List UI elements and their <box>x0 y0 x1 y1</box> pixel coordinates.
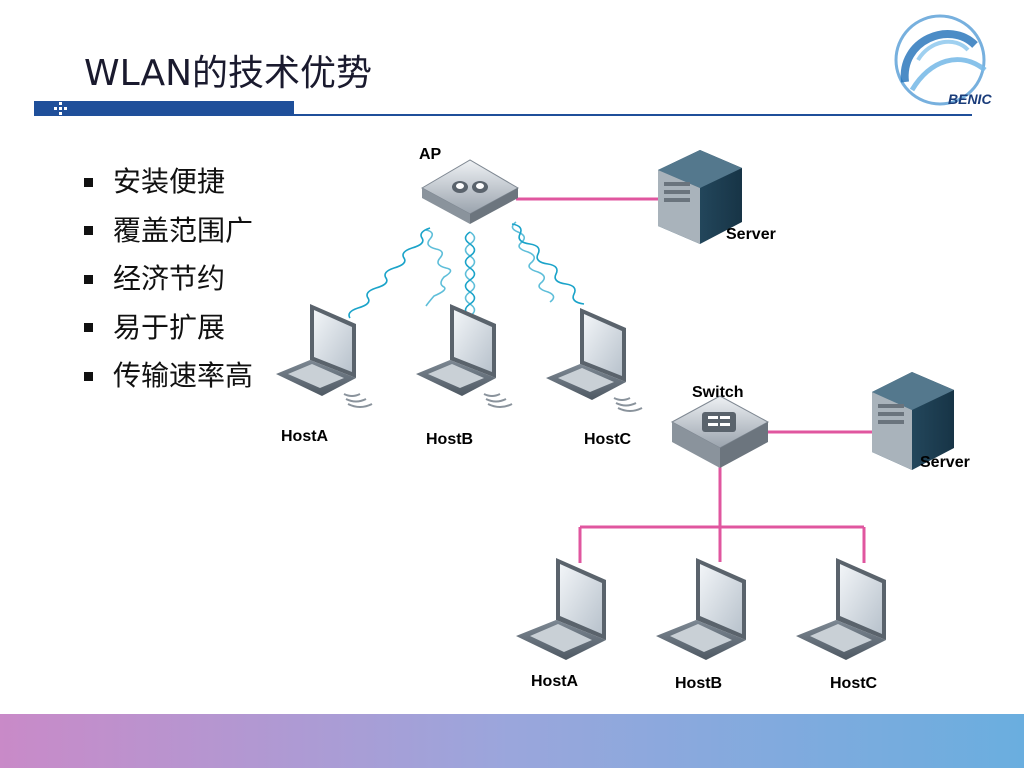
title-underline <box>294 114 972 116</box>
host-a-label: HostA <box>531 673 579 690</box>
host-b-label: HostB <box>426 431 474 448</box>
server-label: Server <box>920 454 970 471</box>
title-accent-bar <box>34 101 294 116</box>
ap-label: AP <box>419 146 442 163</box>
footer-band <box>0 714 1024 768</box>
list-item: 易于扩展 <box>84 304 253 353</box>
access-point-icon <box>420 159 520 224</box>
host-c-label: HostC <box>584 431 632 448</box>
benic-logo: BENIC <box>894 14 992 107</box>
server-icon <box>658 150 742 244</box>
bullet-square-icon <box>84 371 93 381</box>
logo-text: BENIC <box>948 91 992 107</box>
list-item: 覆盖范围广 <box>84 207 253 256</box>
bullet-square-icon <box>84 177 93 187</box>
signal-wave-c2 <box>511 221 555 303</box>
laptop-icon <box>656 558 746 660</box>
wireless-signals <box>348 221 585 319</box>
signal-wave-a <box>348 227 431 319</box>
dots-icon <box>54 102 67 115</box>
page-title: WLAN的技术优势 <box>84 53 373 94</box>
list-item: 经济节约 <box>84 255 253 304</box>
switch-icon <box>670 395 770 468</box>
advantages-list: 安装便捷 覆盖范围广 经济节约 易于扩展 传输速率高 <box>84 158 253 401</box>
signal-wave-a2 <box>425 229 452 307</box>
host-b-label: HostB <box>675 675 723 692</box>
laptop-icon <box>546 308 643 412</box>
laptop-icon <box>796 558 886 660</box>
list-item: 传输速率高 <box>84 352 253 401</box>
network-links <box>516 197 872 563</box>
server-icon <box>872 372 954 470</box>
host-a-label: HostA <box>281 428 329 445</box>
bullet-square-icon <box>84 323 93 333</box>
server-label: Server <box>726 226 776 243</box>
laptop-icon <box>516 558 606 660</box>
signal-wave-b2 <box>464 231 476 317</box>
bullet-square-icon <box>84 274 93 284</box>
list-item: 安装便捷 <box>84 158 253 207</box>
laptop-icon <box>416 304 513 408</box>
signal-wave-b <box>464 231 476 317</box>
bullet-square-icon <box>84 226 93 236</box>
host-c-label: HostC <box>830 675 878 692</box>
signal-wave-c <box>511 223 585 305</box>
switch-label: Switch <box>692 384 744 401</box>
laptop-icon <box>276 304 373 408</box>
